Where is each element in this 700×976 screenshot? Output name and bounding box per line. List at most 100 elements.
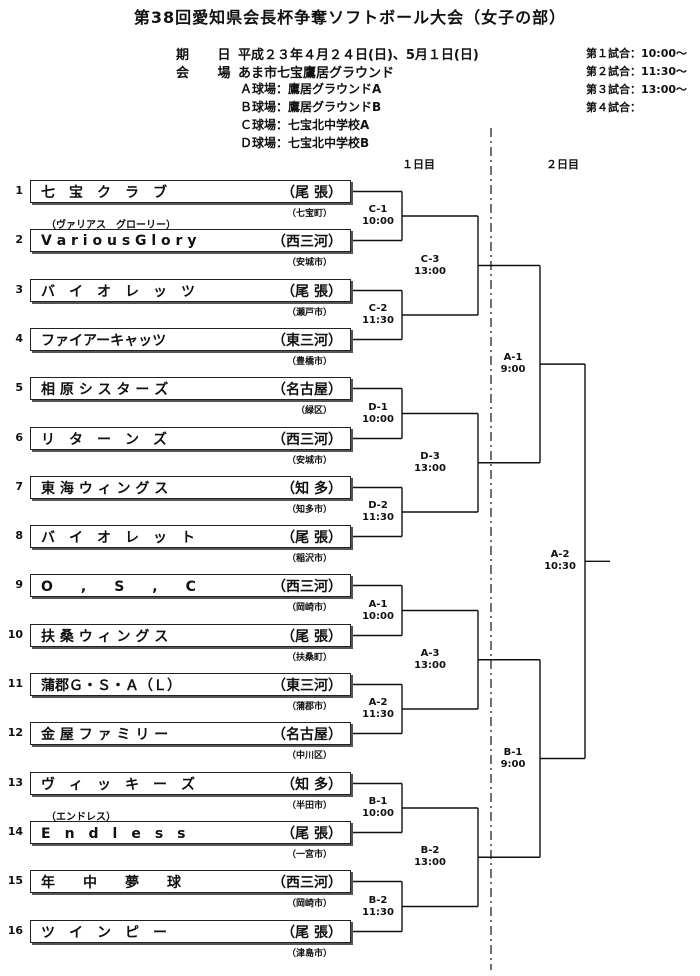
match-r1-time: 10:00: [362, 216, 394, 227]
match-r1-time: 11:30: [362, 906, 394, 918]
team-region: （東三河）: [272, 332, 342, 349]
team-region: （西三河）: [272, 431, 342, 448]
team-city: （半田市）: [286, 801, 332, 811]
team-region: （知 多）: [281, 776, 342, 793]
team-region: （西三河）: [272, 233, 342, 250]
match-r2-time: 13:00: [414, 857, 446, 869]
team-number: 9: [15, 578, 23, 591]
team-furigana: （ヴァリアス グローリー）: [46, 220, 176, 231]
team-region: （西三河）: [272, 578, 342, 595]
team-region: （尾 張）: [281, 628, 342, 645]
team-name: バ イ オ レ ッ ト: [41, 529, 195, 546]
match-r3-code: B-1: [503, 746, 523, 758]
team-region: （名古屋）: [272, 726, 342, 743]
time-slot-4: 第４試合：: [586, 101, 641, 114]
field-a: Ａ球場：鷹居グラウンドA: [240, 82, 382, 96]
team-box: リ タ ー ン ズ （西三河）: [30, 427, 351, 450]
team-region: （尾 張）: [281, 924, 342, 941]
team-box: 扶 桑 ウ ィ ン グ ス （尾 張）: [30, 624, 351, 647]
team-city: （津島市）: [286, 949, 332, 959]
time-slot-3: 第３試合：13:00～: [586, 83, 688, 96]
team-number: 11: [7, 677, 23, 690]
team-number: 15: [7, 874, 23, 887]
match-final-time: 10:30: [544, 561, 576, 573]
team-box: 金 屋 フ ァ ミ リ ー（名古屋）: [30, 722, 351, 745]
match-r1-code: A-2: [368, 697, 388, 708]
team-box: 七 宝 ク ラ ブ（尾 張）: [30, 180, 351, 203]
team-number: 7: [15, 480, 23, 493]
team-box: ツ イ ン ピ ー（尾 張）: [30, 920, 351, 943]
match-r2-code: A-3: [420, 647, 440, 659]
team-number: 6: [15, 431, 23, 444]
team-region: （東三河）: [272, 677, 342, 694]
match-r1-code: D-1: [368, 401, 388, 413]
match-r1-code: B-1: [368, 796, 388, 807]
team-city: （知多市）: [286, 505, 332, 515]
team-city: （安城市）: [286, 258, 332, 268]
team-box: 年 中 夢 球 （西三河）: [30, 870, 351, 893]
team-name: 相 原 シ ス タ ー ズ: [41, 381, 169, 398]
match-final-code: A-2: [550, 549, 570, 561]
team-region: （尾 張）: [281, 283, 342, 300]
match-r1-time: 11:30: [362, 709, 394, 720]
team-box: 東 海 ウ ィ ン グ ス（知 多）: [30, 476, 351, 499]
team-name: ファイアーキャッツ: [41, 332, 167, 349]
match-r1-time: 11:30: [362, 315, 394, 326]
venue-row: 会 場あま市七宝鷹居グラウンド: [176, 62, 394, 81]
team-name: 蒲郡Ｇ・Ｓ・Ａ（Ｌ）: [41, 677, 181, 694]
team-city: （瀬戸市）: [286, 308, 332, 318]
match-r3-code: A-1: [503, 352, 523, 364]
match-r2-time: 13:00: [414, 462, 446, 474]
team-city: （岡崎市）: [286, 603, 332, 613]
venue-value: あま市七宝鷹居グラウンド: [238, 66, 395, 81]
team-number: 16: [7, 924, 23, 937]
match-r1-time: 11:30: [362, 512, 394, 523]
team-name: リ タ ー ン ズ: [41, 431, 167, 448]
team-city: （扶桑町）: [286, 653, 332, 663]
match-r1-code: B-2: [368, 894, 388, 906]
team-city: （一宮市）: [286, 850, 332, 860]
team-city: （蒲郡市）: [286, 702, 332, 712]
date-label: 期 日: [176, 48, 243, 63]
match-r2-code: D-3: [420, 450, 440, 462]
team-box: O , S , C（西三河）: [30, 574, 351, 597]
venue-label: 会 場: [176, 66, 243, 81]
match-r1-time: 10:00: [362, 808, 394, 819]
team-box: E n d l e s s（尾 張）: [30, 821, 351, 844]
match-r2-time: 13:00: [414, 659, 446, 671]
date-row: 期 日平成２３年４月２４日(日)、5月１日(日): [176, 44, 479, 63]
team-name: ヴ ィ ッ キ ー ズ: [41, 776, 195, 793]
team-box: ファイアーキャッツ （東三河）: [30, 328, 351, 351]
match-r2-code: B-2: [420, 845, 440, 857]
day1-label: １日目: [402, 158, 435, 171]
team-number: 5: [15, 381, 23, 394]
team-name: 年 中 夢 球: [41, 874, 181, 891]
match-r1-code: C-2: [368, 303, 388, 314]
match-r1-code: D-2: [368, 500, 388, 511]
field-d: Ｄ球場：七宝北中学校B: [240, 136, 370, 150]
team-region: （西三河）: [272, 874, 342, 891]
team-city: （稲沢市）: [286, 554, 332, 564]
team-city: （岡崎市）: [286, 899, 332, 909]
match-r1-time: 10:00: [362, 610, 394, 622]
team-region: （尾 張）: [281, 184, 342, 201]
team-name: V a r i o u s G l o r y: [41, 232, 197, 249]
team-city: （緑区）: [295, 406, 332, 416]
team-name: 扶 桑 ウ ィ ン グ ス: [41, 628, 169, 645]
team-region: （名古屋）: [272, 381, 342, 398]
team-box: ヴ ィ ッ キ ー ズ （知 多）: [30, 772, 351, 795]
match-r3-time: 9:00: [500, 758, 526, 770]
team-name: バ イ オ レ ッ ツ: [41, 283, 195, 300]
